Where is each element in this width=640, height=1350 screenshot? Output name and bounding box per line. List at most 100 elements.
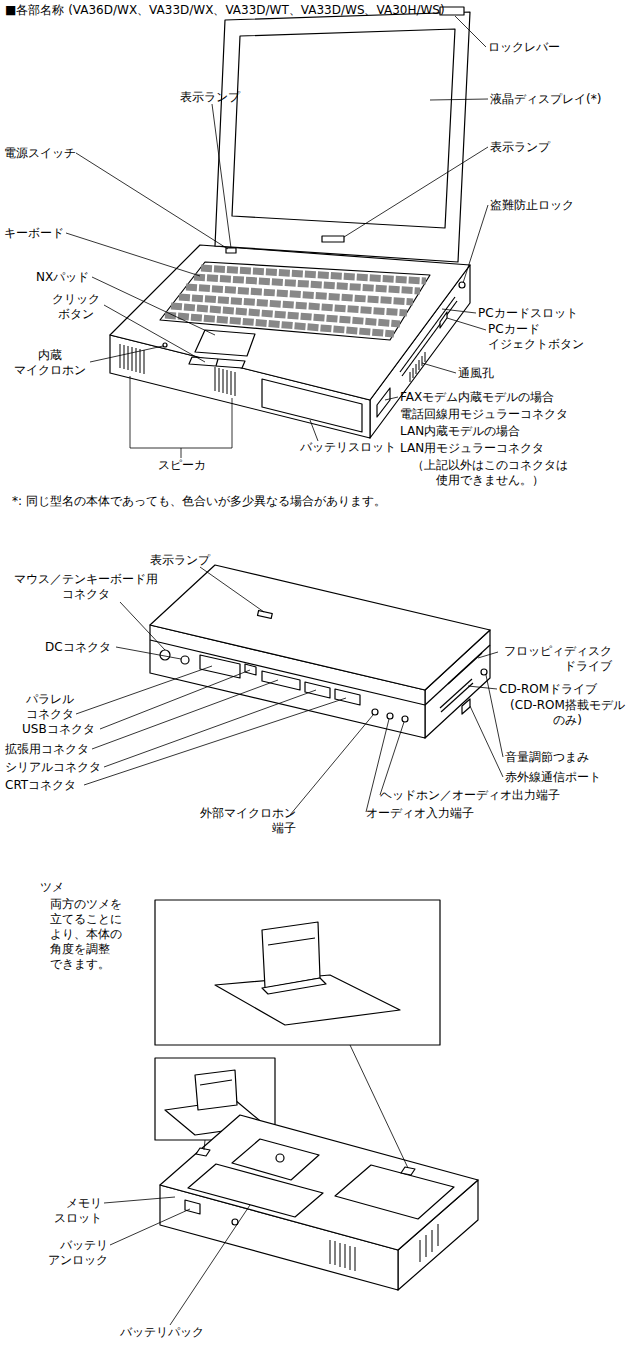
laptop-open xyxy=(322,236,344,242)
leader-line xyxy=(344,147,488,237)
part-label: CRTコネクタ xyxy=(5,778,76,793)
part-label: マウス／テンキーボード用 コネクタ xyxy=(12,572,160,602)
diagram-title: ■各部名称 (VA36D/WX、VA33D/WX、VA33D/WT、VA33D/… xyxy=(5,3,445,18)
part-label: 通風孔 xyxy=(458,366,494,381)
part-label: (CD-ROM搭載モデル のみ) xyxy=(505,698,630,728)
laptop-open xyxy=(402,301,457,376)
part-label: 電話回線用モジュラーコネクタ xyxy=(400,407,568,422)
footnote: *: 同じ型名の本体であっても、色合いが多少異なる場合があります。 xyxy=(12,494,386,509)
part-label: 両方のツメを 立てることに より、本体の 角度を調整 できます。 xyxy=(50,897,126,972)
laptop-open xyxy=(165,315,394,334)
laptop-closed xyxy=(425,645,490,705)
leader-line xyxy=(385,397,398,400)
laptop-closed xyxy=(258,610,273,618)
laptop-open xyxy=(377,388,390,417)
laptop-closed xyxy=(150,640,425,705)
part-label: メモリ スロット xyxy=(50,1196,102,1226)
leader-line xyxy=(380,722,404,795)
inset-box xyxy=(195,1070,237,1110)
laptop-bottom xyxy=(335,1165,454,1219)
leader-line xyxy=(422,363,456,373)
part-label: ロックレバー xyxy=(488,40,560,55)
laptop-open xyxy=(413,368,414,378)
inset-box xyxy=(268,938,315,945)
laptop-open xyxy=(410,372,411,382)
laptop-closed xyxy=(181,656,189,664)
laptop-open xyxy=(223,369,224,393)
laptop-closed xyxy=(481,669,487,675)
leader-line xyxy=(212,104,231,248)
part-label: CD-ROMドライブ xyxy=(499,682,597,697)
laptop-open xyxy=(219,368,220,392)
part-label: クリック ボタン xyxy=(48,292,104,322)
laptop-closed xyxy=(335,689,360,705)
laptop-bottom xyxy=(438,1224,439,1246)
leader-line xyxy=(120,602,165,650)
laptop-open xyxy=(400,297,455,372)
inset-box xyxy=(200,1080,232,1085)
part-label: ツメ xyxy=(40,880,64,895)
leader-line xyxy=(104,690,316,767)
leader-line xyxy=(181,448,182,458)
part-label: バッテリスロット xyxy=(300,440,396,455)
part-label: （上記以外はこのコネクタは 使用できません。） xyxy=(410,458,570,488)
leader-line xyxy=(310,420,318,441)
laptop-open xyxy=(215,12,470,262)
laptop-closed xyxy=(402,716,408,722)
leader-line xyxy=(104,1197,175,1203)
laptop-closed xyxy=(245,664,256,675)
laptop-bottom xyxy=(188,1164,323,1217)
inset-box xyxy=(155,900,440,1045)
laptop-open xyxy=(410,352,425,382)
laptop-open xyxy=(110,7,470,438)
laptop-open xyxy=(232,29,455,228)
laptop-open xyxy=(215,367,216,391)
part-label: 盗難防止ロック xyxy=(490,198,574,213)
part-label: 内蔵 マイクロホン xyxy=(12,348,88,378)
laptop-closed xyxy=(372,709,378,715)
leader-line xyxy=(84,698,346,785)
leader-line xyxy=(76,567,503,815)
part-label: 赤外線通信ポート xyxy=(505,770,601,785)
laptop-closed xyxy=(150,565,490,690)
part-label: フロッピィディスク ドライブ xyxy=(500,644,612,674)
laptop-bottom xyxy=(196,1148,210,1156)
part-label: PCカードスロット xyxy=(478,306,578,321)
laptop-open xyxy=(128,346,129,370)
part-label: バッテリパック xyxy=(120,1325,204,1340)
laptop-closed xyxy=(200,655,240,678)
laptop-open xyxy=(216,359,218,366)
leader-line xyxy=(104,1045,408,1325)
laptop-bottom xyxy=(426,1235,427,1257)
part-label: 音量調節つまみ xyxy=(505,750,589,765)
part-label: 表示ランプ xyxy=(180,90,240,105)
laptop-bottom xyxy=(330,1224,438,1271)
part-label: ヘッドホン／オーディオ出力端子 xyxy=(380,788,560,803)
leader-line xyxy=(104,305,205,362)
leader-line xyxy=(116,647,181,659)
inset-box xyxy=(155,900,440,1140)
laptop-closed xyxy=(462,699,470,714)
laptop-bottom xyxy=(160,1115,478,1290)
laptop-open xyxy=(459,282,465,288)
leader-line xyxy=(92,680,278,749)
laptop-open xyxy=(231,371,232,395)
laptop-open xyxy=(144,350,145,374)
part-label: パラレル コネクタ xyxy=(22,692,74,722)
part-label: 表示ランプ xyxy=(490,140,550,155)
part-label: 電源スイッチ xyxy=(4,146,76,161)
part-label: LAN内蔵モデルの場合 xyxy=(400,424,520,439)
laptop-bottom xyxy=(420,1240,421,1262)
leader-line xyxy=(478,652,498,658)
inset-box xyxy=(262,922,320,988)
part-label: FAXモデム内蔵モデルの場合 xyxy=(400,390,554,405)
leader-line xyxy=(290,715,373,815)
part-label: シリアルコネクタ xyxy=(5,760,101,775)
leader-line xyxy=(442,309,476,313)
part-label: PCカード イジェクトボタン xyxy=(488,322,588,352)
part-label: 液晶ディスプレイ(*) xyxy=(490,92,601,107)
laptop-bottom xyxy=(401,1167,415,1175)
laptop-bottom xyxy=(335,1241,336,1265)
part-label: 外部マイクロホン 端子 xyxy=(196,806,296,836)
